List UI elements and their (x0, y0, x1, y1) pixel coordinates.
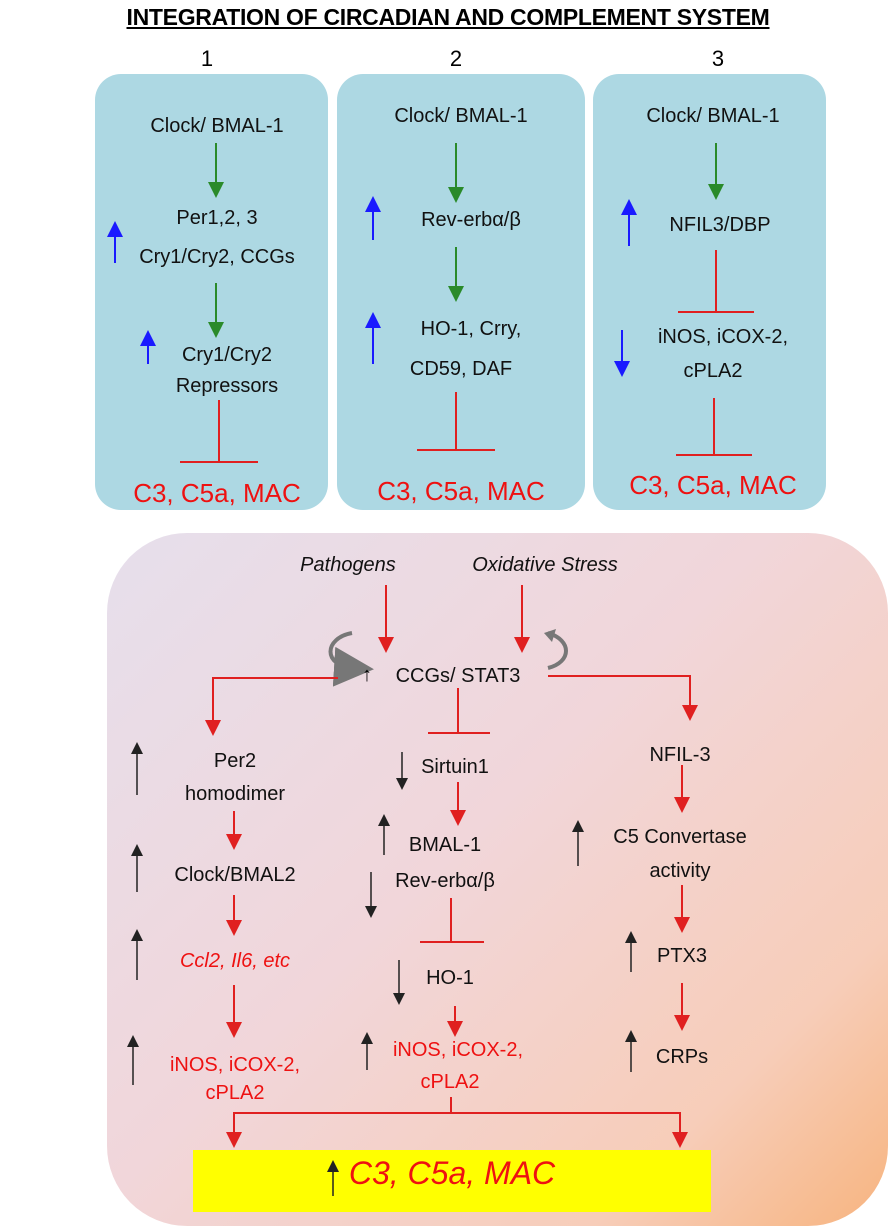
p3-node-inos: iNOS, iCOX-2, (657, 326, 789, 348)
panel-3-number: 3 (711, 46, 725, 71)
node-reverb: Rev-erbα/β (395, 870, 495, 892)
panel-1 (95, 74, 328, 510)
p2-node-ho1: HO-1, Crry, (420, 318, 522, 340)
node-nfil-3: NFIL-3 (649, 744, 711, 766)
center-up-arrow: ↑ (362, 664, 372, 686)
node-clock-bmal2: Clock/BMAL2 (174, 864, 296, 886)
node-left-inos: iNOS, iCOX-2, (169, 1054, 301, 1076)
p2-output: C3, C5a, MAC (377, 476, 545, 506)
p2-node-clock: Clock/ BMAL-1 (394, 105, 528, 127)
node-crps: CRPs (655, 1046, 709, 1068)
branch-right (548, 675, 698, 721)
node-ptx3: PTX3 (656, 945, 708, 967)
p3-node-clock: Clock/ BMAL-1 (646, 105, 780, 127)
node-mid-cpla2: cPLA2 (420, 1071, 480, 1093)
p3-node-nfil3: NFIL3/DBP (669, 214, 771, 236)
p1-output: C3, C5a, MAC (133, 478, 301, 508)
branch-left (205, 677, 338, 736)
p1-node-cry-rep-1: Cry1/Cry2 (181, 344, 272, 366)
panel-2-number: 2 (449, 46, 463, 71)
node-left-cpla2: cPLA2 (205, 1082, 265, 1104)
panel-1-number: 1 (200, 46, 214, 71)
p2-node-reverb: Rev-erbα/β (421, 209, 521, 231)
p1-node-cry-rep-2: Repressors (175, 375, 279, 397)
node-bmal1: BMAL-1 (408, 834, 482, 856)
p1-node-cry: Cry1/Cry2, CCGs (139, 246, 295, 268)
node-c5-convertase-1: C5 Convertase (613, 826, 747, 848)
p2-node-cd59: CD59, DAF (409, 358, 513, 380)
node-c5-convertase-2: activity (649, 860, 711, 882)
p1-node-per: Per1,2, 3 (176, 207, 258, 229)
node-per2-2: homodimer (184, 783, 286, 805)
p3-output: C3, C5a, MAC (629, 470, 797, 500)
page-title: INTEGRATION OF CIRCADIAN AND COMPLEMENT … (126, 4, 770, 30)
node-sirtuin1: Sirtuin1 (421, 756, 489, 778)
input-oxidative-stress: Oxidative Stress (472, 554, 618, 576)
left-loop-arrow (328, 631, 374, 687)
panel-3 (593, 74, 826, 510)
p3-node-cpla2: cPLA2 (683, 360, 743, 382)
p1-node-clock: Clock/ BMAL-1 (150, 115, 284, 137)
node-mid-inos: iNOS, iCOX-2, (392, 1039, 524, 1061)
final-output-highlight (193, 1150, 711, 1212)
node-ccgs-stat3: CCGs/ STAT3 (395, 665, 521, 687)
input-pathogens: Pathogens (300, 554, 396, 576)
pathway-box (107, 533, 888, 1226)
final-output: C3, C5a, MAC (348, 1155, 556, 1191)
node-ho1: HO-1 (426, 967, 474, 989)
node-ccl2-il6: Ccl2, Il6, etc (179, 950, 291, 972)
node-per2-1: Per2 (213, 750, 257, 772)
